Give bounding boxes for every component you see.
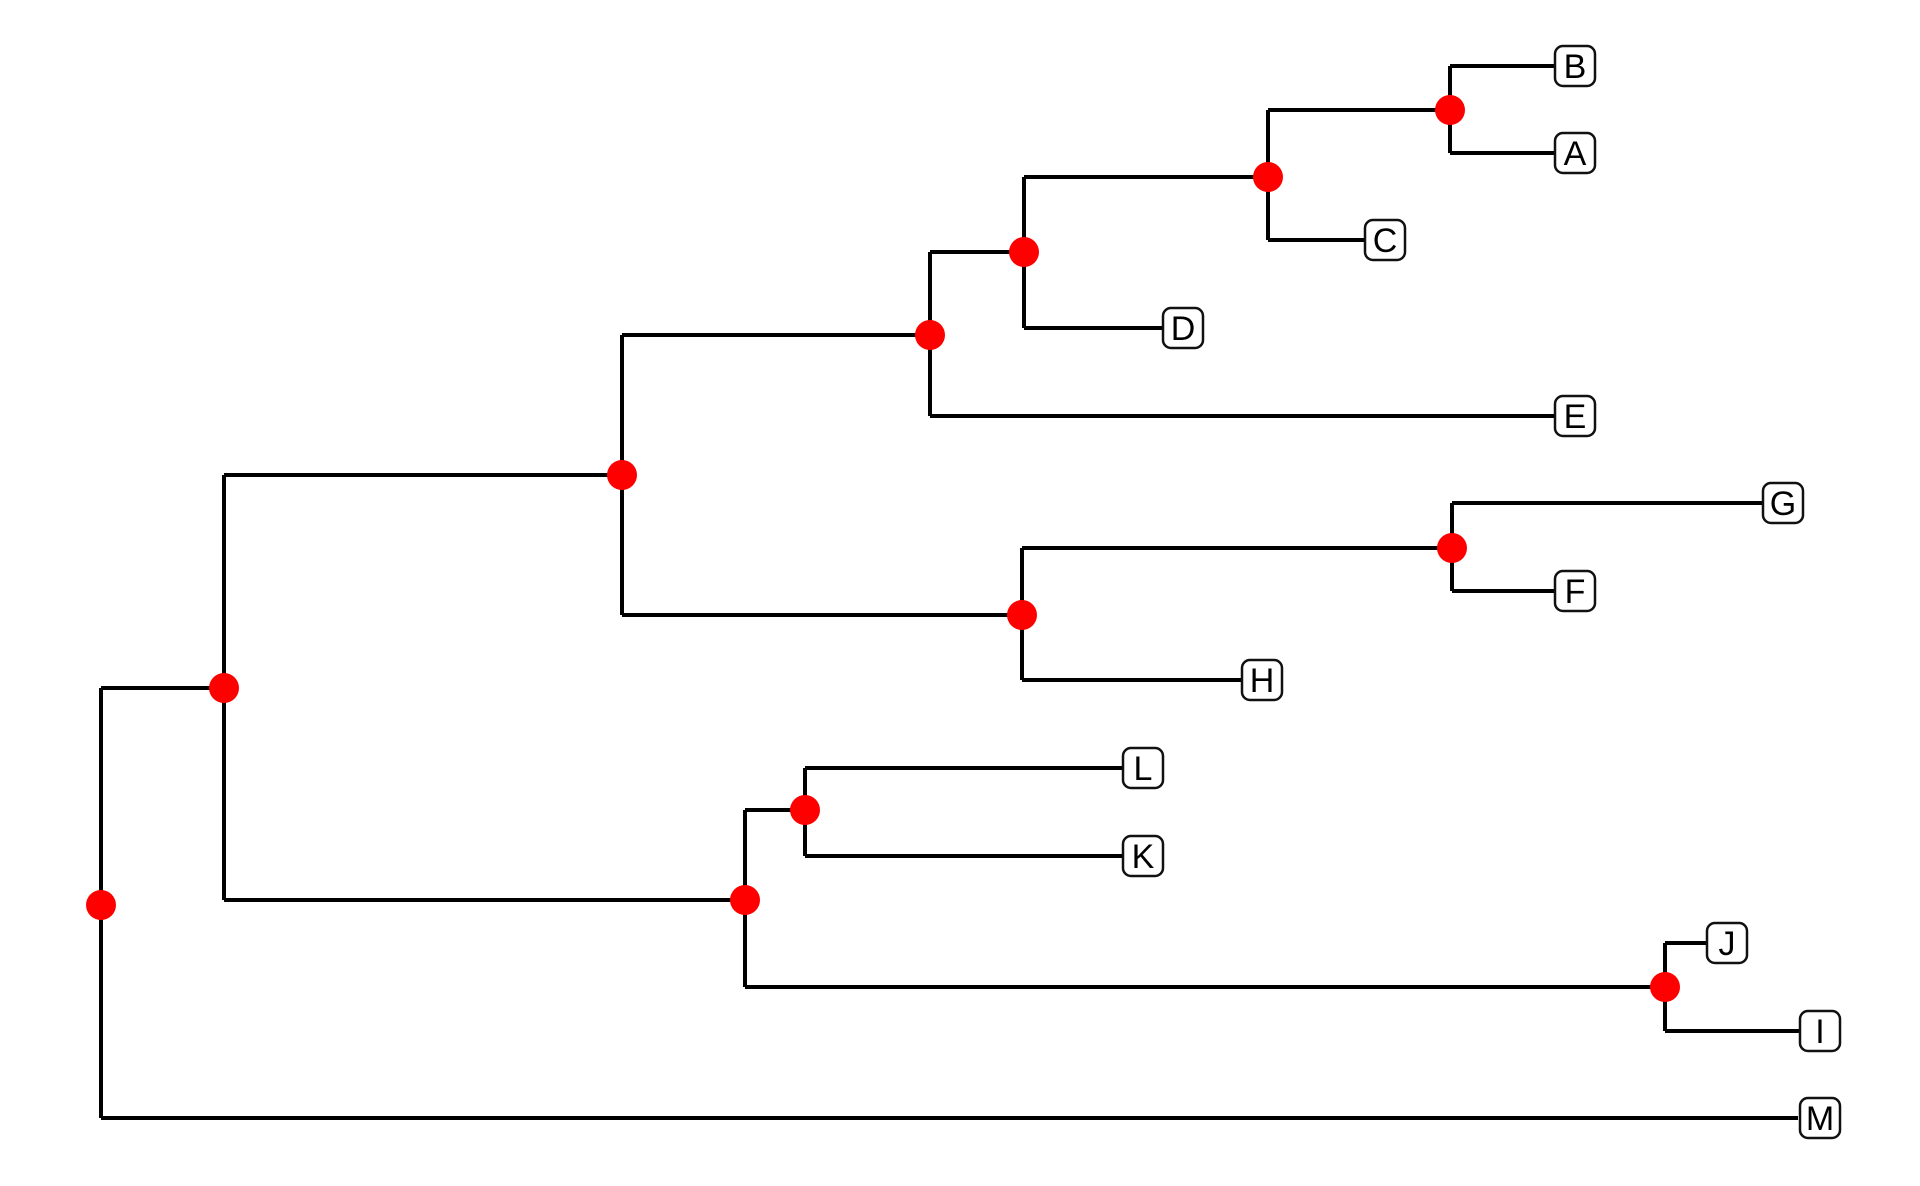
- leaf-label-L: L: [1134, 750, 1153, 788]
- leaf-G[interactable]: G: [1761, 481, 1805, 525]
- internal-node-n-abcdefghjkli[interactable]: [209, 673, 239, 703]
- leaf-label-B: B: [1564, 48, 1587, 86]
- leaf-I[interactable]: I: [1798, 1009, 1842, 1053]
- leaf-C[interactable]: C: [1363, 218, 1407, 262]
- leaf-box-B[interactable]: [1553, 44, 1597, 88]
- leaf-H[interactable]: H: [1240, 658, 1284, 702]
- leaf-box-G[interactable]: [1761, 481, 1805, 525]
- leaf-box-K[interactable]: [1121, 834, 1165, 878]
- leaf-label-F: F: [1565, 573, 1586, 611]
- internal-node-n-fg[interactable]: [1437, 533, 1467, 563]
- leaf-A[interactable]: A: [1553, 131, 1597, 175]
- internal-node-n-abcdefgh[interactable]: [607, 460, 637, 490]
- internal-node-n-fgh[interactable]: [1007, 600, 1037, 630]
- leaf-label-K: K: [1132, 838, 1155, 876]
- internal-node-n-klij[interactable]: [730, 885, 760, 915]
- leaf-L[interactable]: L: [1121, 746, 1165, 790]
- leaf-box-E[interactable]: [1553, 394, 1597, 438]
- leaf-label-E: E: [1564, 398, 1587, 436]
- leaf-label-H: H: [1250, 662, 1275, 700]
- leaves-layer: B A C D E G F H L K J I M: [1121, 44, 1842, 1140]
- leaf-J[interactable]: J: [1705, 921, 1749, 965]
- leaf-label-C: C: [1373, 222, 1398, 260]
- leaf-F[interactable]: F: [1553, 569, 1597, 613]
- leaf-box-M[interactable]: [1798, 1096, 1842, 1140]
- leaf-label-D: D: [1171, 310, 1196, 348]
- leaf-D[interactable]: D: [1161, 306, 1205, 350]
- leaf-box-J[interactable]: [1705, 921, 1749, 965]
- leaf-box-L[interactable]: [1121, 746, 1165, 790]
- leaf-E[interactable]: E: [1553, 394, 1597, 438]
- internal-node-n-ab[interactable]: [1435, 95, 1465, 125]
- leaf-M[interactable]: M: [1798, 1096, 1842, 1140]
- leaf-box-F[interactable]: [1553, 569, 1597, 613]
- internal-node-n-abc[interactable]: [1253, 162, 1283, 192]
- leaf-box-I[interactable]: [1798, 1009, 1842, 1053]
- leaf-label-J: J: [1719, 925, 1736, 963]
- leaf-label-I: I: [1815, 1013, 1824, 1051]
- leaf-label-A: A: [1564, 135, 1587, 173]
- leaf-label-G: G: [1770, 485, 1796, 523]
- leaf-B[interactable]: B: [1553, 44, 1597, 88]
- internal-node-n-ij[interactable]: [1650, 972, 1680, 1002]
- leaf-K[interactable]: K: [1121, 834, 1165, 878]
- leaf-label-M: M: [1806, 1100, 1834, 1138]
- internal-node-n-root[interactable]: [86, 890, 116, 920]
- internal-node-n-kl[interactable]: [790, 795, 820, 825]
- branches-layer: [99, 64, 1800, 1120]
- leaf-box-A[interactable]: [1553, 131, 1597, 175]
- nodes-layer: [86, 95, 1680, 1002]
- internal-node-n-abcd[interactable]: [1009, 237, 1039, 267]
- leaf-box-H[interactable]: [1240, 658, 1284, 702]
- leaf-box-D[interactable]: [1161, 306, 1205, 350]
- leaf-box-C[interactable]: [1363, 218, 1407, 262]
- internal-node-n-abcde[interactable]: [915, 320, 945, 350]
